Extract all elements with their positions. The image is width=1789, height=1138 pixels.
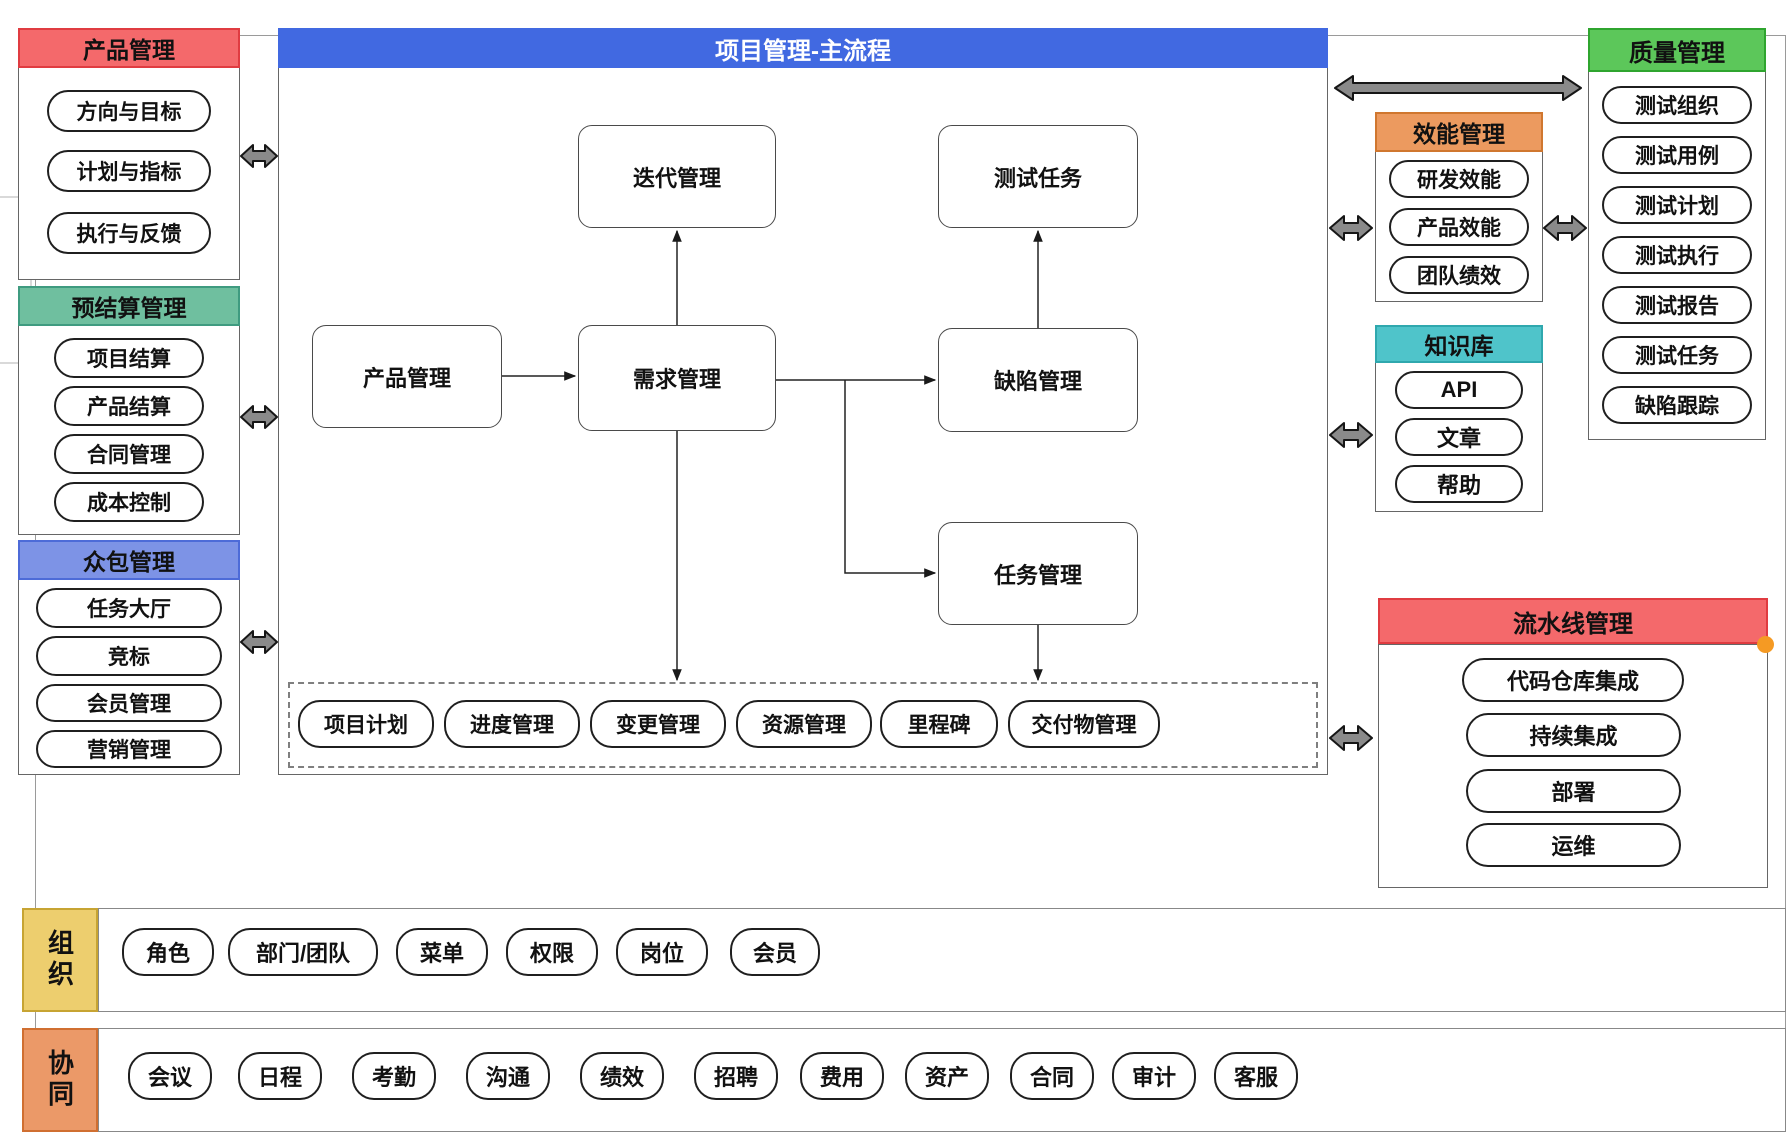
pill-item: 测试组织	[1602, 86, 1752, 124]
double-arrow-icon	[1329, 422, 1373, 448]
pill-item: 方向与目标	[47, 90, 211, 132]
flow-node-requirement-mgmt: 需求管理	[578, 325, 776, 431]
pill-item: 产品效能	[1389, 208, 1529, 246]
pill-item: 营销管理	[36, 730, 222, 768]
pill-item: 会员管理	[36, 684, 222, 722]
double-arrow-icon	[240, 405, 278, 429]
panel-budget-mgmt-header: 预结算管理	[18, 286, 240, 326]
pill-item: 文章	[1395, 418, 1523, 456]
pill-item: 缺陷跟踪	[1602, 386, 1752, 424]
organization-label: 组织	[22, 908, 98, 1012]
connection-point-dot	[1757, 636, 1774, 653]
collaboration-label: 协同	[22, 1028, 98, 1132]
pill-item: 执行与反馈	[47, 212, 211, 254]
panel-product-mgmt-header: 产品管理	[18, 28, 240, 68]
pill-item: 合同	[1010, 1052, 1094, 1100]
pill-item: 费用	[800, 1052, 884, 1100]
panel-performance-mgmt-header: 效能管理	[1375, 112, 1543, 152]
flow-node-defect-mgmt: 缺陷管理	[938, 328, 1138, 432]
panel-knowledge-base-header: 知识库	[1375, 325, 1543, 363]
double-arrow-icon	[1334, 75, 1582, 101]
pill-item: 客服	[1214, 1052, 1298, 1100]
pill-item: 测试任务	[1602, 336, 1752, 374]
pill-item: 团队绩效	[1389, 256, 1529, 294]
pill-item: 招聘	[694, 1052, 778, 1100]
pill-item: 帮助	[1395, 465, 1523, 503]
pill-item: 项目结算	[54, 338, 204, 378]
panel-main-flow-header: 项目管理-主流程	[278, 28, 1328, 68]
pill-item: 交付物管理	[1008, 700, 1160, 748]
pill-item: 部门/团队	[228, 928, 378, 976]
pill-item: 计划与指标	[47, 150, 211, 192]
panel-quality-mgmt-header: 质量管理	[1588, 28, 1766, 72]
pill-item: 测试计划	[1602, 186, 1752, 224]
flow-node-test-task: 测试任务	[938, 125, 1138, 228]
row-organization	[98, 908, 1786, 1012]
flow-node-iteration-mgmt: 迭代管理	[578, 125, 776, 228]
panel-pipeline-mgmt-header: 流水线管理	[1378, 598, 1768, 644]
pill-item: 变更管理	[590, 700, 726, 748]
double-arrow-icon	[240, 144, 278, 168]
pill-item: 资源管理	[736, 700, 872, 748]
pill-item: 测试执行	[1602, 236, 1752, 274]
flow-node-task-mgmt: 任务管理	[938, 522, 1138, 625]
pill-item: 会员	[730, 928, 820, 976]
pill-item: 里程碑	[880, 700, 998, 748]
pill-item: 持续集成	[1466, 713, 1681, 757]
pill-item: 项目计划	[298, 700, 434, 748]
double-arrow-icon	[240, 630, 278, 654]
sub-modules-dashed-box	[288, 682, 1318, 768]
pill-item: 部署	[1466, 769, 1681, 813]
pill-item: 日程	[238, 1052, 322, 1100]
pill-item: 合同管理	[54, 434, 204, 474]
double-arrow-icon	[1329, 725, 1373, 751]
panel-crowdsourcing-mgmt-header: 众包管理	[18, 540, 240, 580]
pill-item: 沟通	[466, 1052, 550, 1100]
pill-item: 测试用例	[1602, 136, 1752, 174]
pill-item: 竞标	[36, 636, 222, 676]
pill-item: 角色	[122, 928, 214, 976]
pill-item: 会议	[128, 1052, 212, 1100]
pill-item: 任务大厅	[36, 588, 222, 628]
flow-node-product-mgmt: 产品管理	[312, 325, 502, 428]
pill-item: 绩效	[580, 1052, 664, 1100]
pill-item: 岗位	[616, 928, 708, 976]
pill-item: 研发效能	[1389, 160, 1529, 198]
pill-item: 审计	[1112, 1052, 1196, 1100]
pill-item: 产品结算	[54, 386, 204, 426]
pill-item: 进度管理	[444, 700, 580, 748]
pill-item: 运维	[1466, 823, 1681, 867]
pill-item: 权限	[506, 928, 598, 976]
pill-item: 成本控制	[54, 482, 204, 522]
pill-item: 测试报告	[1602, 286, 1752, 324]
pill-item: 资产	[905, 1052, 989, 1100]
double-arrow-icon	[1329, 215, 1373, 241]
double-arrow-icon	[1543, 215, 1587, 241]
pill-item: API	[1395, 371, 1523, 409]
pill-item: 菜单	[396, 928, 488, 976]
pill-item: 考勤	[352, 1052, 436, 1100]
pill-item: 代码仓库集成	[1462, 658, 1684, 702]
